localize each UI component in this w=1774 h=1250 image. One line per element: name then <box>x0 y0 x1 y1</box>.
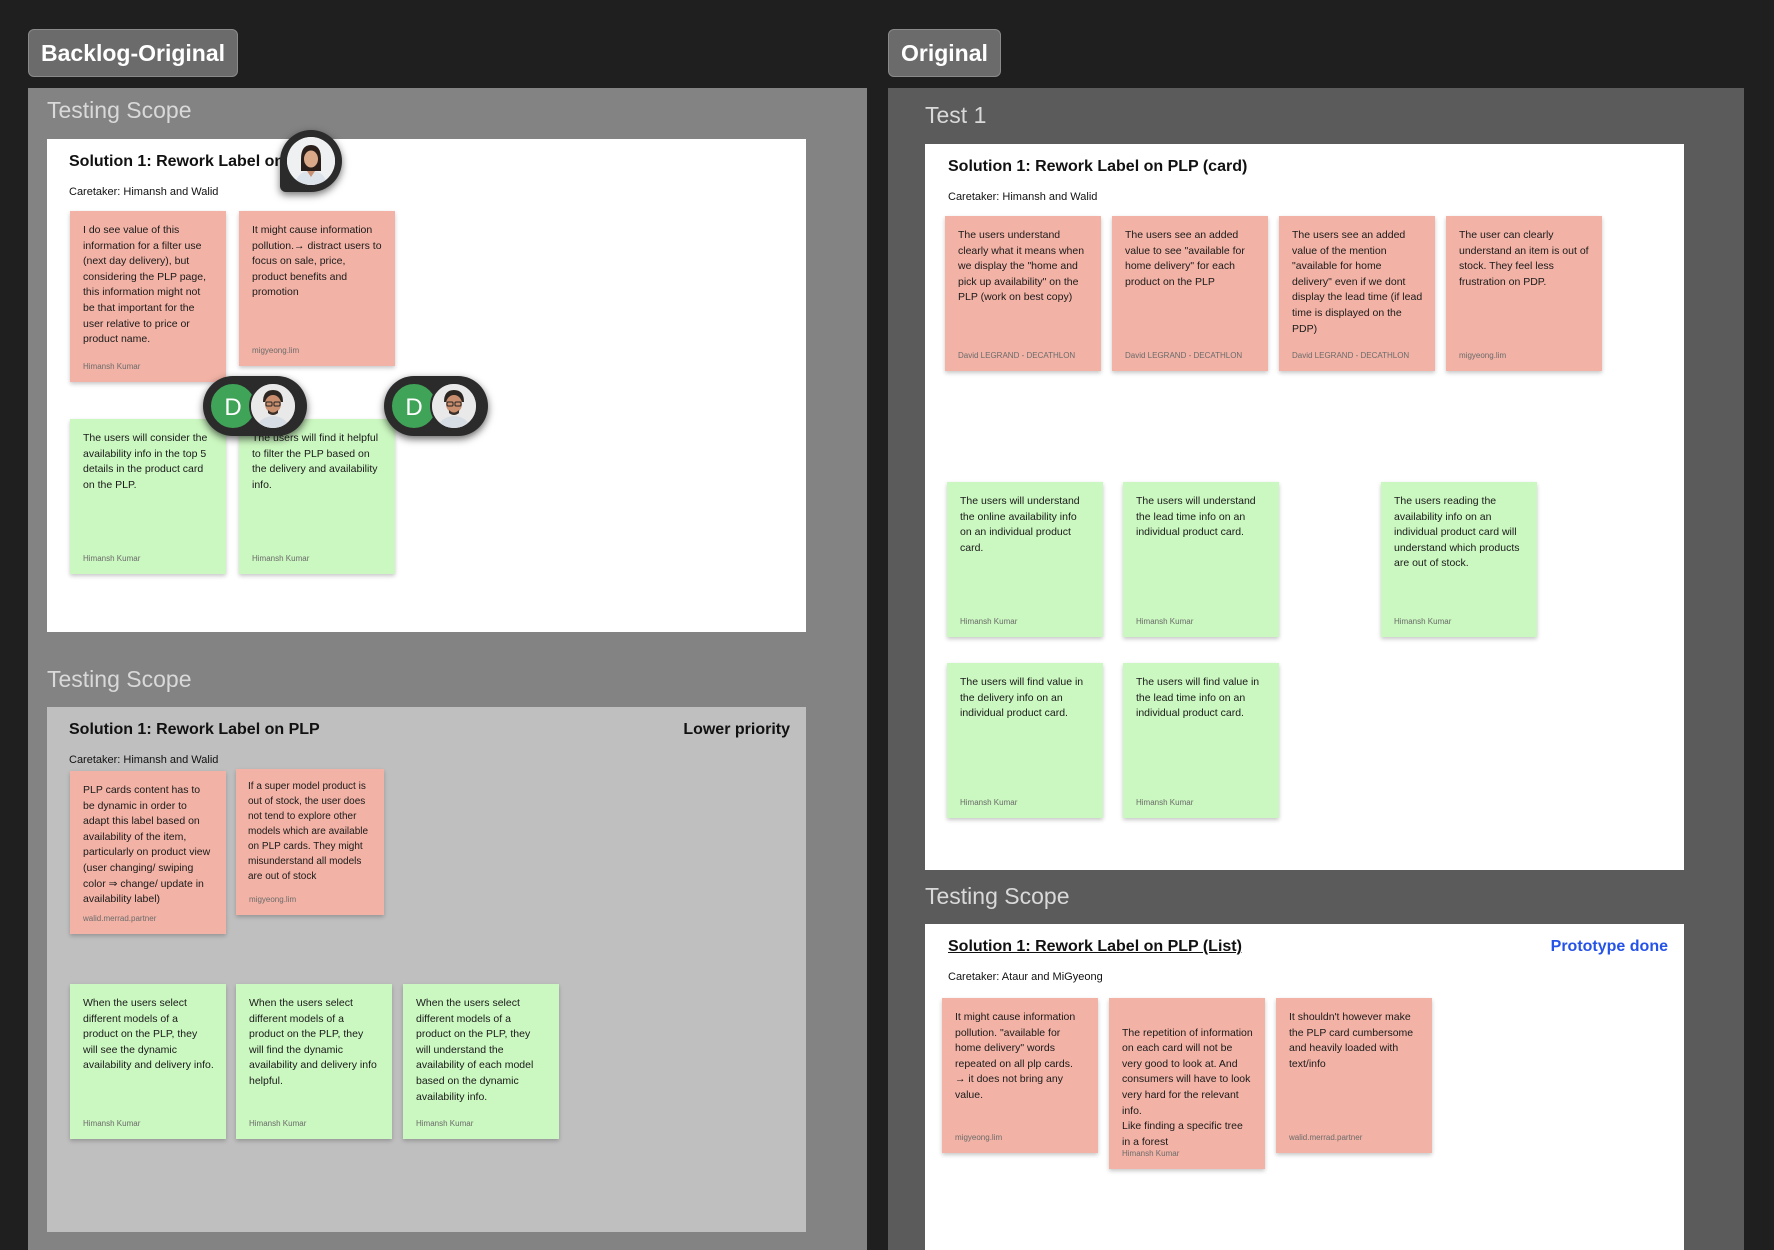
collaborator-cursor-group[interactable]: D <box>203 376 307 436</box>
sticky-note[interactable]: When the users select different models o… <box>236 984 392 1139</box>
frame-original: Test 1 Solution 1: Rework Label on PLP (… <box>888 88 1744 1250</box>
board-title[interactable]: Solution 1: Rework Label on PLP (List) <box>948 938 1242 955</box>
sticky-note-author: Himansh Kumar <box>249 1119 307 1128</box>
person-icon <box>251 384 295 428</box>
sticky-note-author: migyeong.lim <box>955 1133 1003 1142</box>
section-title: Testing Scope <box>47 97 192 123</box>
caretaker-label: Caretaker: Himansh and Walid <box>69 754 219 766</box>
sticky-note-author: Himansh Kumar <box>252 554 310 563</box>
sticky-note-author: migyeong.lim <box>252 346 300 355</box>
caretaker-label: Caretaker: Himansh and Walid <box>948 191 1098 203</box>
sticky-note-author: Himansh Kumar <box>83 554 141 563</box>
sticky-note-author: Himansh Kumar <box>83 362 141 371</box>
sticky-note-text: If a super model product is out of stock… <box>248 781 369 882</box>
sticky-note[interactable]: The users will understand the online ava… <box>947 482 1103 637</box>
sticky-note-text: PLP cards content has to be dynamic in o… <box>83 784 211 906</box>
section-title: Testing Scope <box>925 883 1070 909</box>
user-avatar <box>430 382 478 430</box>
board-title: Solution 1: Rework Label on <box>69 153 285 170</box>
sticky-note-author: Himansh Kumar <box>416 1119 474 1128</box>
sticky-note[interactable]: The users will consider the availability… <box>70 419 226 574</box>
sticky-note-text: The users will understand the online ava… <box>960 495 1080 554</box>
collaborator-cursor[interactable] <box>280 130 342 192</box>
sticky-note-text: It shouldn't however make the PLP card c… <box>1289 1011 1414 1070</box>
sticky-note[interactable]: PLP cards content has to be dynamic in o… <box>70 771 226 934</box>
collaborator-cursor-group[interactable]: D <box>384 376 488 436</box>
sticky-note[interactable]: The users reading the availability info … <box>1381 482 1537 637</box>
board-solution-card[interactable]: Solution 1: Rework Label on PLP (card) C… <box>925 144 1684 870</box>
sticky-note-text: The repetition of information on each ca… <box>1122 1026 1253 1148</box>
sticky-note[interactable]: When the users select different models o… <box>70 984 226 1139</box>
sticky-note-text: The users will consider the availability… <box>83 432 208 491</box>
sticky-note-text: The users will find it helpful to filter… <box>252 432 379 491</box>
sticky-note-author: Himansh Kumar <box>960 617 1018 626</box>
sticky-note-text: The users will understand the lead time … <box>1136 495 1256 539</box>
sticky-note[interactable]: It might cause information pollution. "a… <box>942 998 1098 1153</box>
sticky-note[interactable]: The users see an added value to see "ava… <box>1112 216 1268 371</box>
board-solution-card[interactable]: Solution 1: Rework Label on Caretaker: H… <box>47 130 806 632</box>
person-icon <box>432 384 476 428</box>
sticky-note-author: David LEGRAND - DECATHLON <box>958 351 1076 360</box>
sticky-note[interactable]: I do see value of this information for a… <box>70 211 226 382</box>
frame-tag-original[interactable]: Original <box>888 29 1001 77</box>
sticky-note-text: The users reading the availability info … <box>1394 495 1520 570</box>
sticky-note-author: migyeong.lim <box>249 895 297 904</box>
sticky-note-text: The users will find value in the deliver… <box>960 676 1084 720</box>
user-avatar <box>287 137 335 185</box>
sticky-note-text: The user can clearly understand an item … <box>1459 229 1589 288</box>
sticky-note-author: Himansh Kumar <box>83 1119 141 1128</box>
user-avatar <box>249 382 297 430</box>
sticky-note-author: Himansh Kumar <box>1136 798 1194 807</box>
section-title: Test 1 <box>925 102 987 128</box>
sticky-note[interactable]: If a super model product is out of stock… <box>236 769 384 915</box>
sticky-note-author: Himansh Kumar <box>960 798 1018 807</box>
sticky-note[interactable]: It shouldn't however make the PLP card c… <box>1276 998 1432 1153</box>
sticky-note[interactable]: The users understand clearly what it mea… <box>945 216 1101 371</box>
sticky-note[interactable]: When the users select different models o… <box>403 984 559 1139</box>
sticky-note-text: The users see an added value of the ment… <box>1292 229 1423 335</box>
sticky-note-author: walid.merrad.partner <box>83 914 157 923</box>
status-label: Prototype done <box>1550 938 1668 955</box>
sticky-note-text: It might cause information pollution. "a… <box>955 1011 1076 1101</box>
caretaker-label: Caretaker: Himansh and Walid <box>69 186 219 198</box>
sticky-note[interactable]: The users see an added value of the ment… <box>1279 216 1435 371</box>
sticky-note[interactable]: The repetition of information on each ca… <box>1109 998 1265 1169</box>
section-title: Testing Scope <box>47 666 192 692</box>
sticky-note-author: David LEGRAND - DECATHLON <box>1292 351 1410 360</box>
board-solution-list[interactable]: Solution 1: Rework Label on PLP (List) P… <box>925 924 1684 1250</box>
priority-label: Lower priority <box>683 721 790 738</box>
sticky-note-author: migyeong.lim <box>1459 351 1507 360</box>
sticky-note[interactable]: The users will understand the lead time … <box>1123 482 1279 637</box>
sticky-note-text: It might cause information pollution.→ d… <box>252 224 382 299</box>
sticky-note[interactable]: The users will find it helpful to filter… <box>239 419 395 574</box>
board-solution-plp[interactable]: Solution 1: Rework Label on PLP Lower pr… <box>47 707 806 1232</box>
sticky-note-author: Himansh Kumar <box>1394 617 1452 626</box>
caretaker-label: Caretaker: Ataur and MiGyeong <box>948 971 1103 983</box>
sticky-note[interactable]: The users will find value in the deliver… <box>947 663 1103 818</box>
sticky-note[interactable]: It might cause information pollution.→ d… <box>239 211 395 366</box>
sticky-note-text: When the users select different models o… <box>416 997 534 1103</box>
board-title: Solution 1: Rework Label on PLP (card) <box>948 158 1248 175</box>
sticky-note-author: David LEGRAND - DECATHLON <box>1125 351 1243 360</box>
person-icon <box>287 137 335 185</box>
sticky-note-author: Himansh Kumar <box>1122 1149 1180 1158</box>
sticky-note-author: walid.merrad.partner <box>1289 1133 1363 1142</box>
sticky-note[interactable]: The user can clearly understand an item … <box>1446 216 1602 371</box>
sticky-note-text: The users understand clearly what it mea… <box>958 229 1085 304</box>
sticky-note-text: The users see an added value to see "ava… <box>1125 229 1245 288</box>
sticky-note-text: When the users select different models o… <box>83 997 214 1072</box>
sticky-note-text: I do see value of this information for a… <box>83 224 206 346</box>
sticky-note-text: When the users select different models o… <box>249 997 377 1087</box>
sticky-note-text: The users will find value in the lead ti… <box>1136 676 1260 720</box>
sticky-note-author: Himansh Kumar <box>1136 617 1194 626</box>
frame-tag-backlog-original[interactable]: Backlog-Original <box>28 29 239 77</box>
sticky-note[interactable]: The users will find value in the lead ti… <box>1123 663 1279 818</box>
board-title: Solution 1: Rework Label on PLP <box>69 721 320 738</box>
frame-backlog-original: Testing Scope Solution 1: Rework Label o… <box>28 88 867 1250</box>
